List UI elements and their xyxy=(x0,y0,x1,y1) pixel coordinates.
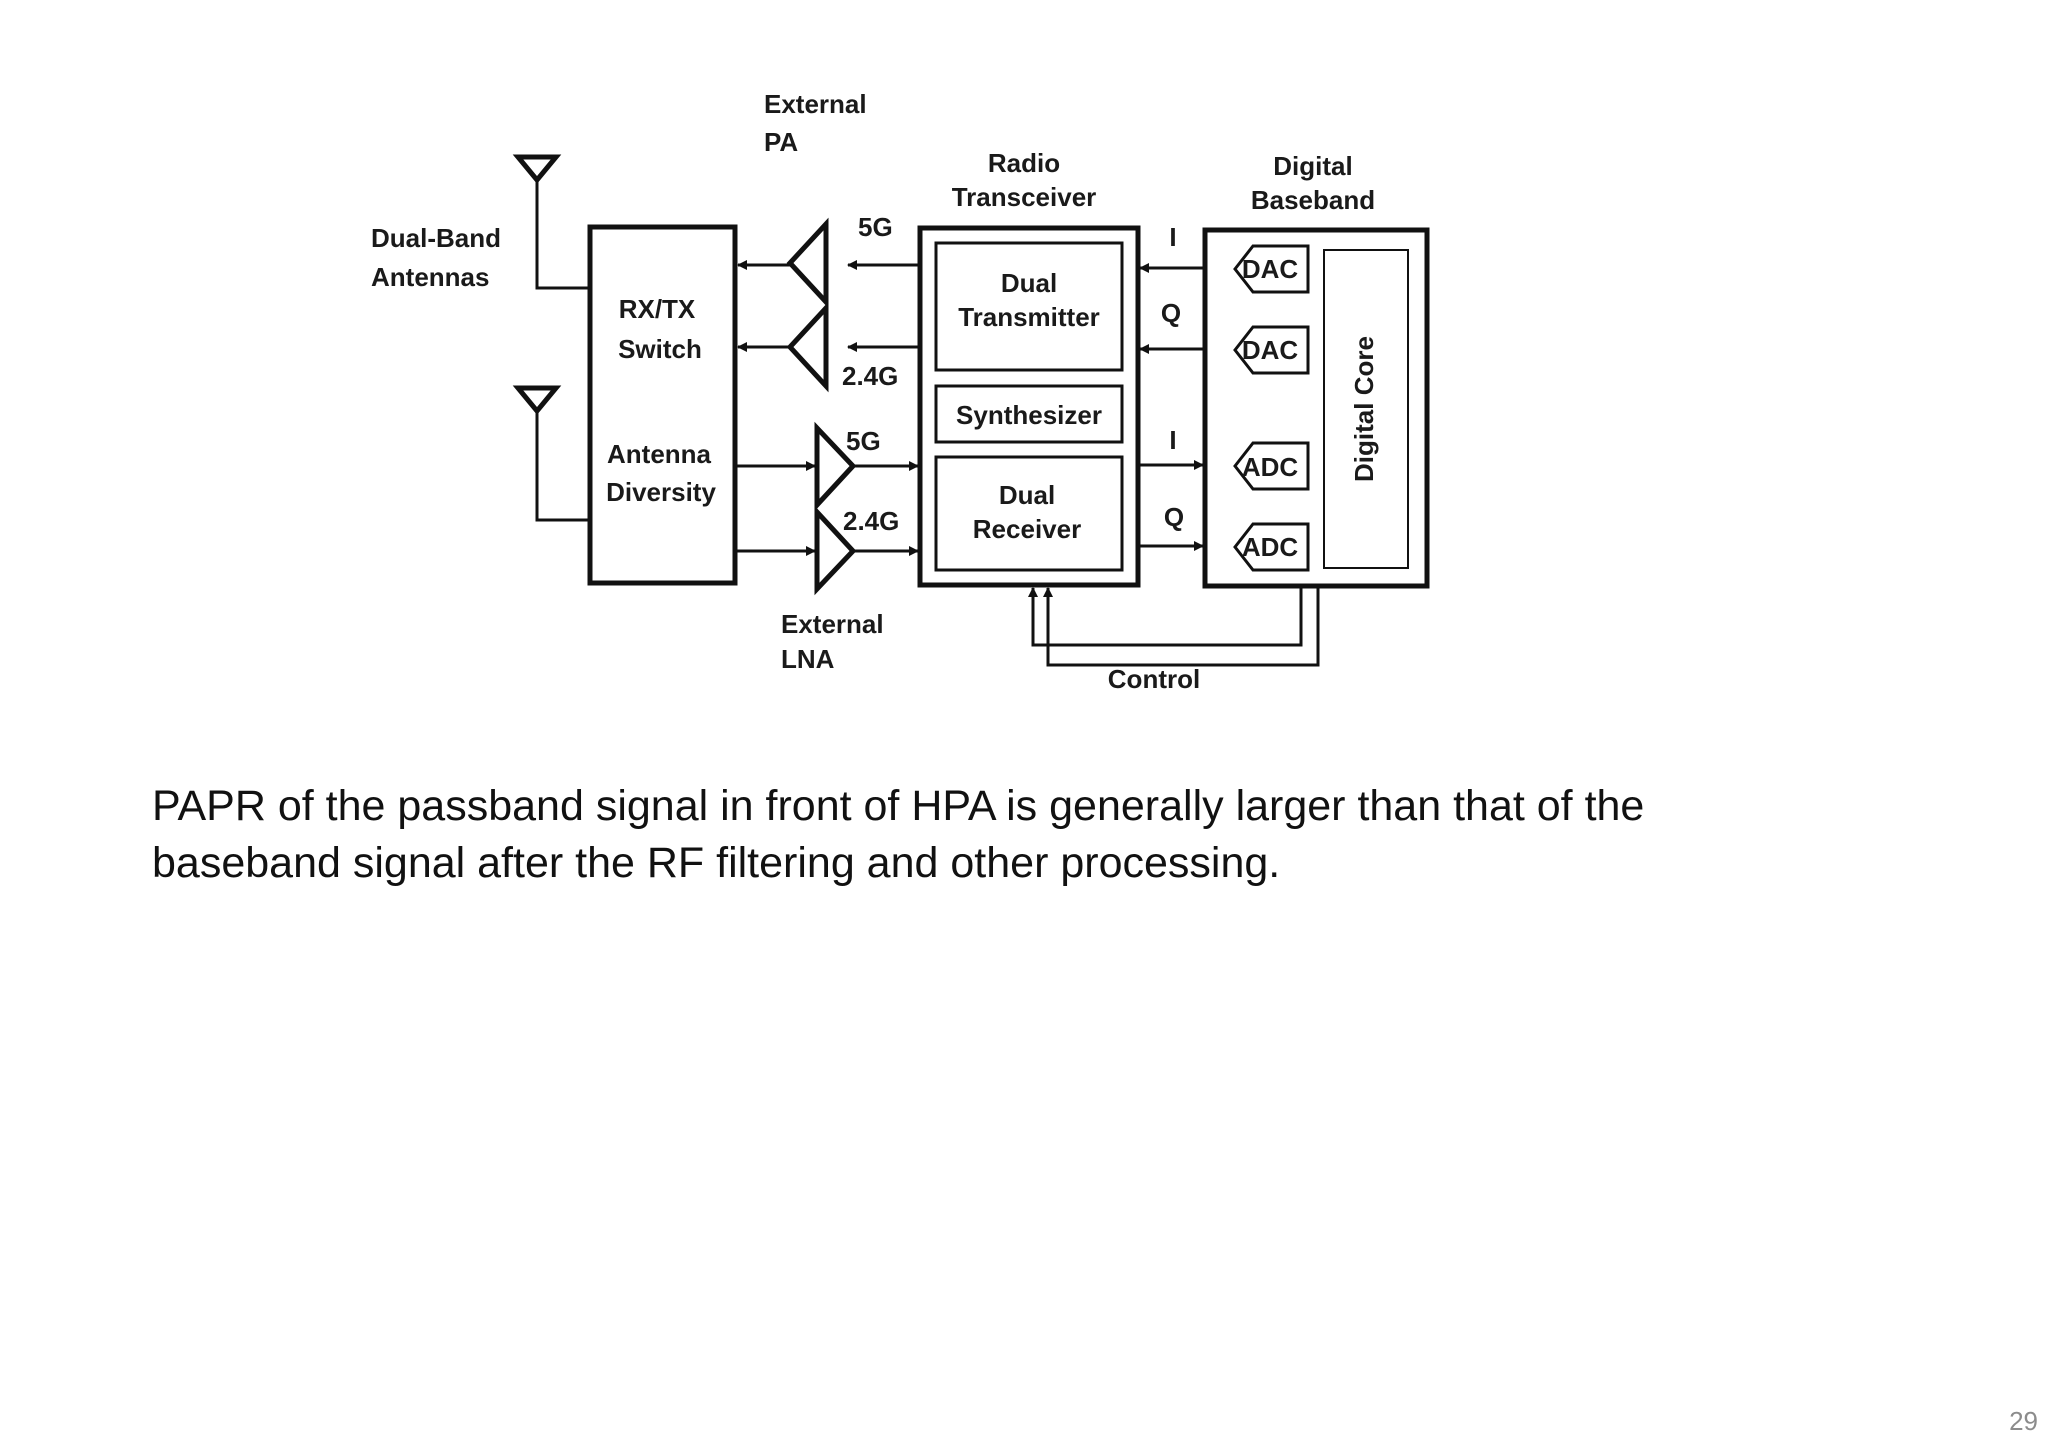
pa-5g-amplifier xyxy=(786,217,829,309)
external-lna-label: LNA xyxy=(781,644,835,674)
dac-block xyxy=(1233,244,1310,294)
pa-24g-amplifier xyxy=(786,301,829,393)
tx-q-label: Q xyxy=(1161,298,1181,328)
antenna-diversity-label: Antenna xyxy=(607,439,712,469)
rx-q-label: Q xyxy=(1164,502,1184,532)
external-lna-label: External xyxy=(781,609,884,639)
radio-transceiver-label: Transceiver xyxy=(952,182,1097,212)
dac-label: DAC xyxy=(1242,335,1299,365)
rxtx-switch-label: Switch xyxy=(618,334,702,364)
rx-i-label: I xyxy=(1169,425,1176,455)
control-label: Control xyxy=(1108,664,1200,694)
rxtx-switch-label: RX/TX xyxy=(619,294,696,324)
adc-block xyxy=(1233,522,1310,572)
dual-receiver-label: Receiver xyxy=(973,514,1081,544)
external-pa-label: PA xyxy=(764,127,798,157)
pa-5g-label: 5G xyxy=(858,212,893,242)
block-diagram: External PA Radio Transceiver Digital Ba… xyxy=(371,89,1430,694)
dual-band-antennas-label: Dual-Band xyxy=(371,223,501,253)
synthesizer-label: Synthesizer xyxy=(956,400,1102,430)
radio-transceiver-block xyxy=(917,225,1141,588)
radio-transceiver-label: Radio xyxy=(988,148,1060,178)
digital-baseband-block xyxy=(1202,227,1430,589)
digital-baseband-label: Digital xyxy=(1273,151,1352,181)
tx-i-label: I xyxy=(1169,222,1176,252)
dac-block xyxy=(1233,325,1310,375)
lna-24g-label: 2.4G xyxy=(843,506,899,536)
adc-block xyxy=(1233,441,1310,491)
dual-transmitter-block xyxy=(934,241,1124,372)
caption-line: PAPR of the passband signal in front of … xyxy=(152,782,1645,830)
dual-transmitter-label: Dual xyxy=(1001,268,1057,298)
external-pa-label: External xyxy=(764,89,867,119)
adc-label: ADC xyxy=(1242,452,1299,482)
lna-24g-amplifier xyxy=(814,505,857,596)
pa-24g-label: 2.4G xyxy=(842,361,898,391)
dual-receiver-label: Dual xyxy=(999,480,1055,510)
antenna-icon xyxy=(512,385,590,522)
adc-label: ADC xyxy=(1242,532,1299,562)
dual-receiver-block xyxy=(934,455,1124,572)
antenna-diversity-label: Diversity xyxy=(606,477,716,507)
lna-5g-label: 5G xyxy=(846,426,881,456)
page-number: 29 xyxy=(2009,1406,2038,1436)
digital-core-block xyxy=(1323,249,1409,569)
caption-line: baseband signal after the RF filtering a… xyxy=(152,839,1281,887)
synthesizer-block xyxy=(934,384,1124,444)
dac-label: DAC xyxy=(1242,254,1299,284)
digital-core-label: Digital Core xyxy=(1349,336,1379,482)
caption-text: PAPR of the passband signal in front of … xyxy=(152,778,1752,892)
dual-transmitter-label: Transmitter xyxy=(958,302,1100,332)
digital-baseband-label: Baseband xyxy=(1251,185,1375,215)
rxtx-switch-block xyxy=(587,224,738,586)
dual-band-antennas-label: Antennas xyxy=(371,262,489,292)
lna-5g-amplifier xyxy=(814,421,857,512)
signal-paths xyxy=(735,260,1320,667)
antenna-icon xyxy=(512,154,590,290)
